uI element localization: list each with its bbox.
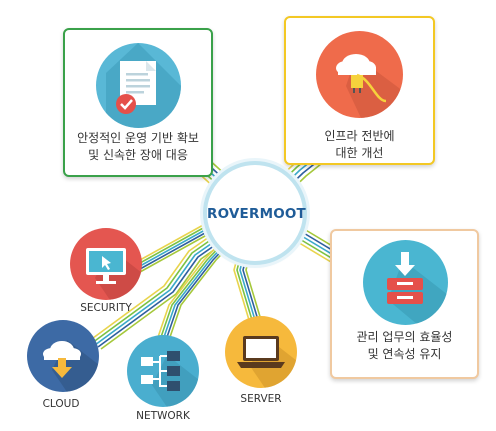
infra-card: 인프라 전반에 대한 개선 [284, 16, 435, 165]
network-tree-icon [141, 351, 199, 407]
stability-icon-circle [96, 43, 181, 128]
tray-download-icon [387, 252, 448, 325]
stability-card: 안정적인 운영 기반 확보 및 신속한 장애 대응 [63, 28, 213, 177]
efficiency-line1: 관리 업무의 효율성 [356, 330, 453, 344]
rovermoot-hub: ROVERMOOT [203, 161, 307, 265]
cloud-download-icon [43, 340, 99, 392]
network-node [127, 335, 199, 407]
laptop-icon [237, 336, 297, 388]
security-node [70, 228, 142, 300]
efficiency-icon-circle [363, 240, 448, 325]
stability-line1: 안정적인 운영 기반 확보 [77, 131, 199, 145]
cloud-plug-icon [336, 54, 403, 118]
efficiency-card: 관리 업무의 효율성 및 연속성 유지 [330, 229, 479, 379]
hub-label: ROVERMOOT [207, 206, 306, 222]
infra-line1: 인프라 전반에 [324, 129, 395, 143]
infra-icon-circle [316, 31, 403, 118]
security-label: SECURITY [80, 302, 132, 314]
efficiency-line2: 및 연속성 유지 [367, 347, 442, 361]
monitor-cursor-icon [86, 248, 142, 300]
server-node [225, 316, 297, 388]
server-label: SERVER [240, 393, 282, 405]
document-check-icon [106, 43, 181, 128]
stability-line2: 및 신속한 장애 대응 [88, 148, 188, 162]
infra-line2: 대한 개선 [335, 146, 384, 160]
network-label: NETWORK [136, 410, 190, 422]
cloud-node [27, 320, 99, 392]
cloud-label: CLOUD [42, 398, 80, 410]
